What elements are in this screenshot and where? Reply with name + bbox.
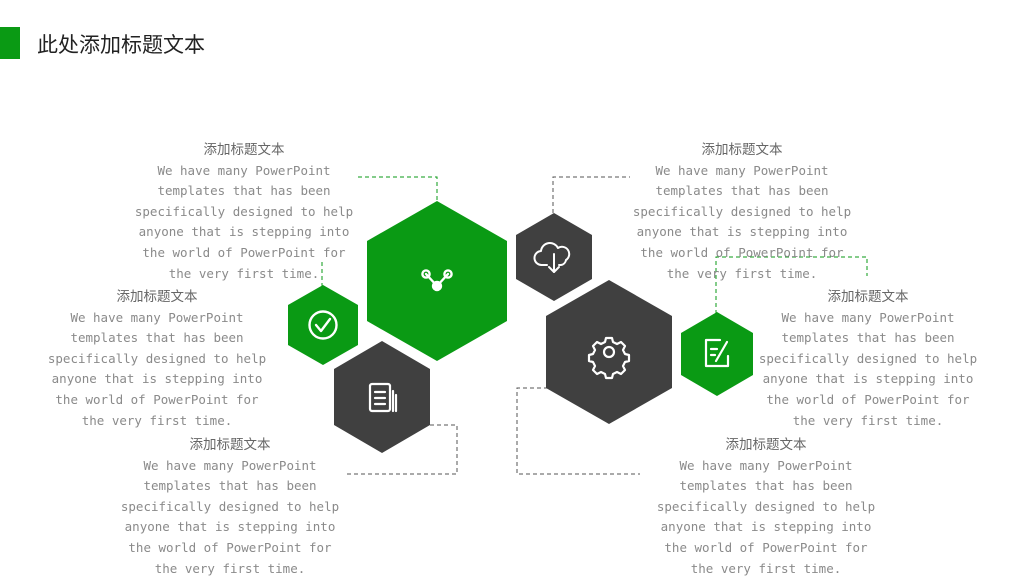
hexagon-edit	[681, 312, 753, 396]
connector-top-right	[552, 176, 630, 213]
block-body: We have many PowerPoint templates that h…	[134, 162, 354, 281]
text-block-bottom-right: 添加标题文本 We have many PowerPoint templates…	[654, 435, 878, 579]
text-block-bottom-left: 添加标题文本 We have many PowerPoint templates…	[118, 435, 342, 579]
block-body: We have many PowerPoint templates that h…	[632, 162, 852, 281]
hexagon-gear	[546, 280, 672, 424]
block-body: We have many PowerPoint templates that h…	[47, 309, 267, 428]
connector-bottom-right	[516, 387, 640, 475]
block-heading: 添加标题文本	[116, 289, 198, 305]
block-heading: 添加标题文本	[701, 142, 783, 158]
block-body: We have many PowerPoint templates that h…	[656, 457, 876, 576]
connector-mid-right	[715, 256, 868, 314]
share-icon	[421, 269, 453, 292]
text-block-top-left: 添加标题文本 We have many PowerPoint templates…	[132, 140, 356, 284]
text-block-top-right: 添加标题文本 We have many PowerPoint templates…	[630, 140, 854, 284]
block-heading: 添加标题文本	[827, 289, 909, 305]
edit-icon	[704, 338, 730, 368]
connector-bottom-left	[347, 424, 458, 475]
check-circle-icon	[308, 310, 338, 340]
connector-top-left	[358, 176, 438, 203]
block-heading: 添加标题文本	[725, 437, 807, 453]
document-icon	[368, 382, 398, 413]
text-block-mid-right: 添加标题文本 We have many PowerPoint templates…	[756, 287, 980, 431]
block-body: We have many PowerPoint templates that h…	[758, 309, 978, 428]
hexagon-check	[288, 285, 358, 365]
page-title: 此处添加标题文本	[37, 33, 205, 57]
block-heading: 添加标题文本	[189, 437, 271, 453]
block-heading: 添加标题文本	[203, 142, 285, 158]
text-block-mid-left: 添加标题文本 We have many PowerPoint templates…	[45, 287, 269, 431]
title-accent-bar	[0, 27, 20, 59]
connector-lines	[321, 176, 868, 475]
gear-icon	[587, 336, 631, 380]
block-body: We have many PowerPoint templates that h…	[120, 457, 340, 576]
cloud-download-icon	[533, 242, 571, 273]
